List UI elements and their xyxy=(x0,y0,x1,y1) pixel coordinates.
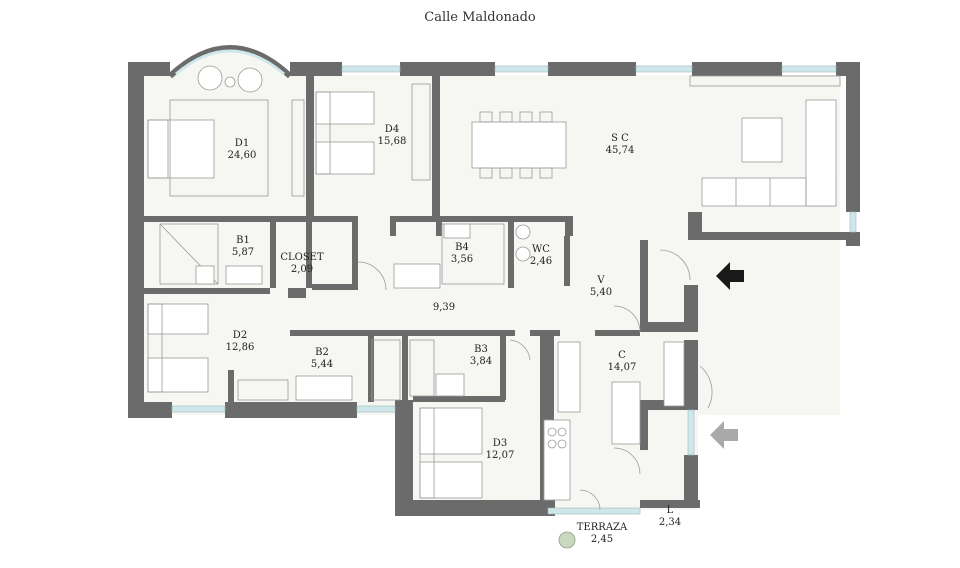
main-entrance-arrow-icon xyxy=(716,262,744,290)
doors xyxy=(357,249,713,511)
outer-walls xyxy=(128,62,860,516)
street-name: Calle Maldonado xyxy=(424,10,536,25)
furniture xyxy=(147,65,841,549)
interior-walls xyxy=(144,76,640,406)
room-label-hall: 9,39 xyxy=(432,302,456,313)
bay-window xyxy=(167,45,293,79)
windows xyxy=(171,65,857,515)
service-entrance-arrow-icon xyxy=(710,421,738,449)
